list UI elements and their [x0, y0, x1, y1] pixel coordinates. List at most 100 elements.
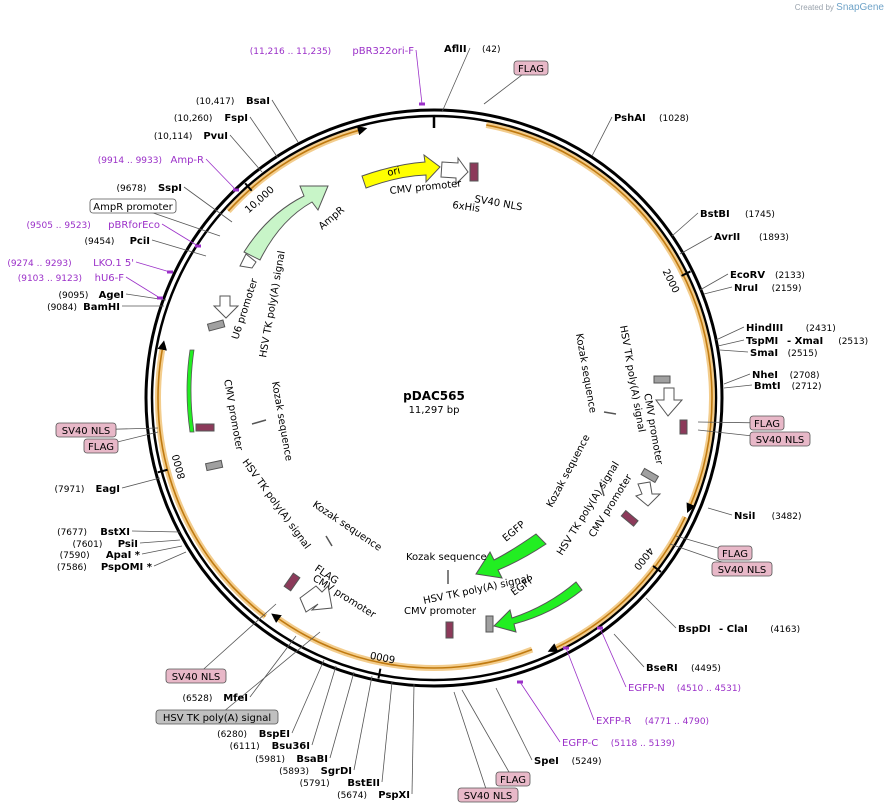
tick-mark: [377, 668, 382, 679]
gray-box-bottom: [485, 615, 494, 633]
site-aflii-name: AflII: [444, 44, 467, 55]
site-pos: (2708): [790, 371, 820, 381]
primer-marker: [233, 188, 239, 192]
cmv-promoter-label-bottom: CMV promoter: [404, 606, 477, 617]
site-name: MfeI: [223, 693, 248, 704]
site-hindiii-name: HindIII: [746, 323, 783, 334]
primer-marker: [597, 626, 603, 630]
leader-line: [599, 627, 627, 688]
primer-marker: [157, 296, 163, 300]
site-name: AgeI: [99, 290, 124, 301]
cmv-promoter-arrow-right-lower: [634, 481, 662, 507]
site-pos: (4495): [691, 664, 721, 674]
site-pos: (9095): [58, 291, 88, 301]
tick-mark: [652, 565, 662, 573]
flag-tag-left-text: FLAG: [88, 442, 114, 453]
primer-range: (9274 .. 9293): [7, 259, 71, 269]
site-name: PvuI: [203, 131, 228, 142]
tick-mark: [681, 270, 691, 277]
primer-range: (4771 .. 4790): [645, 717, 709, 727]
sv40-nls-tag-bottom-left-box: [165, 668, 227, 684]
cmv-promoter-label-top: CMV promoter: [389, 178, 463, 197]
feature-arc: [227, 125, 368, 212]
site-bmti-name: BmtI: [754, 381, 781, 392]
sv40-nls-label-top: SV40 NLS: [473, 194, 523, 213]
green-stripe-left: [186, 349, 195, 433]
ampr-promoter-tag-text: AmpR promoter: [93, 202, 173, 213]
site-name: BstXI: [100, 527, 130, 538]
primer-marker: [195, 244, 201, 248]
site-pos: (10,417): [196, 97, 235, 107]
primer-range: (9914 .. 9933): [98, 156, 162, 166]
site-pos: (6528): [182, 694, 212, 704]
site-pos: (7601): [72, 540, 102, 550]
leader-line: [311, 665, 337, 746]
leader-line: [671, 212, 699, 237]
site-bstbi-name: BstBI: [700, 209, 730, 220]
hsv-tk-polya-label-right: HSV TK poly(A) signal: [617, 325, 647, 434]
sv40-nls-box-top: [469, 162, 479, 182]
site-pos: (2515): [788, 349, 818, 359]
sv40-nls-box-right: [679, 419, 688, 435]
site-name: BstEII: [347, 778, 380, 789]
site-pos: (9678): [116, 184, 146, 194]
flag-tag-top-text: FLAG: [518, 64, 544, 75]
hsv-tk-polya-tag-text: HSV TK poly(A) signal: [163, 713, 271, 724]
site-pos: (1745): [745, 210, 775, 220]
primer-range: (11,216 .. 11,235): [250, 47, 331, 57]
ampr-promoter-arrow: [239, 253, 257, 269]
leader-line: [249, 635, 297, 698]
site-pos: (7586): [57, 563, 87, 573]
kozak-mark-lower: [325, 535, 333, 547]
site-pos: (4163): [770, 625, 800, 635]
site-pos: (2159): [772, 284, 802, 294]
site-pos: (7590): [60, 551, 90, 561]
sv40-nls-box-left: [195, 423, 215, 432]
leader-line: [591, 116, 613, 157]
egfp-arrow-upper: [475, 533, 547, 579]
site-pos: (7677): [57, 528, 87, 538]
leader-line: [141, 545, 183, 555]
leader-line: [271, 99, 299, 143]
site-pos: (5791): [300, 779, 330, 789]
flag-tag-bottom-box: [495, 771, 531, 787]
leader-line: [161, 223, 199, 247]
gray-box-left-lower: [204, 459, 224, 472]
site-name: BamHI: [83, 302, 120, 313]
kozak-mark-mid-right: [599, 481, 605, 497]
site-pos: (2431): [806, 324, 836, 334]
kozak-label-bottom: Kozak sequence: [406, 552, 487, 563]
feature-arc: [486, 124, 713, 514]
leader-line: [723, 384, 753, 389]
leader-line: [415, 49, 423, 105]
site-bspdi-name: BspDI: [678, 624, 711, 635]
sv40-nls-tag-bottom-left-text: SV40 NLS: [172, 672, 221, 683]
primer-range: (5118 .. 5139): [611, 739, 675, 749]
site-spei-name: SpeI: [534, 756, 559, 767]
leader-line: [717, 339, 745, 347]
site-pos: (5674): [337, 791, 367, 801]
site-pos: (1893): [759, 233, 789, 243]
sv40-nls-tag-left-text: SV40 NLS: [62, 426, 111, 437]
primer-marker: [563, 646, 569, 650]
tick-label: 2000: [660, 268, 681, 296]
cmv-promoter-arrow-lower: [299, 584, 333, 613]
ampr-promoter-tag-box: [89, 198, 177, 214]
site-avrii-name: AvrII: [714, 232, 740, 243]
feature-arc-halo: [226, 126, 364, 213]
sv40-nls-tag-bottom-box: [457, 787, 519, 803]
ampr-label: AmpR: [317, 205, 347, 233]
backbone-outer: [144, 108, 724, 688]
hsv-tk-polya-tag-box: [155, 709, 279, 725]
primer-name: pBR322ori-F: [352, 46, 414, 57]
leader-line: [153, 551, 187, 567]
leader-line: [353, 675, 373, 771]
leader-line: [613, 633, 645, 668]
sv40-nls-tag-right-text: SV40 NLS: [756, 435, 805, 446]
flag-tag-right-lower-box: [717, 545, 753, 561]
tick-label: 8000: [171, 453, 188, 480]
leader-line: [723, 373, 751, 385]
kozak-label-mid-right: Kozak sequence: [545, 433, 593, 509]
feature-arc-halo: [485, 122, 715, 510]
site-name: BspEI: [259, 729, 290, 740]
